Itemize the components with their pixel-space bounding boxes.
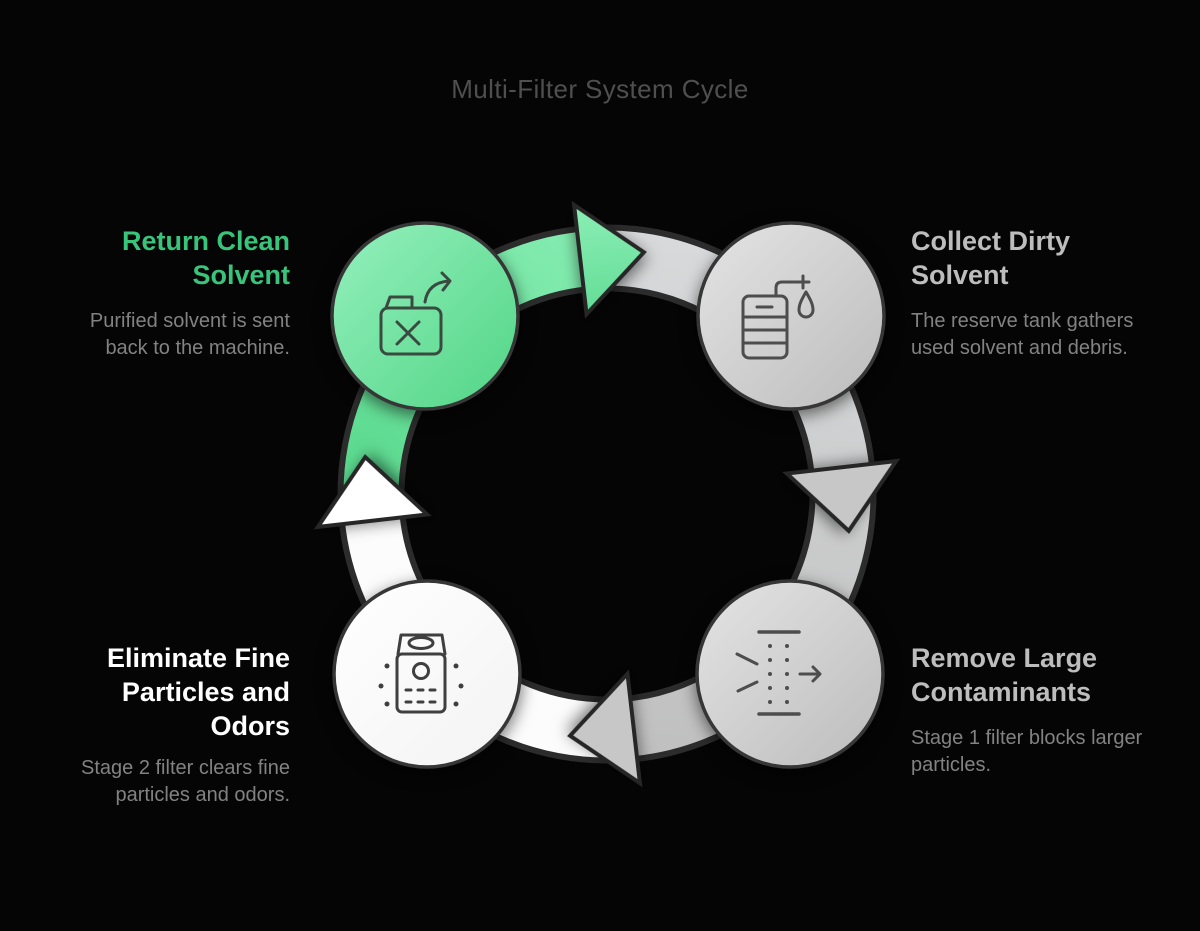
solvent-can-return-icon bbox=[379, 271, 452, 356]
diagram-title: Multi-Filter System Cycle bbox=[451, 74, 749, 104]
title-line: Particles and bbox=[121, 677, 290, 707]
node-circle-return-clean-solvent bbox=[330, 221, 520, 411]
node-desc: Purified solvent is sent back to the mac… bbox=[40, 308, 290, 362]
desc-line: used solvent and debris. bbox=[911, 337, 1128, 359]
desc-line: particles and odors. bbox=[115, 784, 290, 806]
node-desc: Stage 2 filter clears fine particles and… bbox=[40, 755, 290, 809]
arrow-bottom-clockwise-icon bbox=[567, 669, 643, 788]
title-line: Remove Large bbox=[911, 643, 1098, 673]
node-desc: Stage 1 filter blocks larger particles. bbox=[911, 725, 1199, 779]
title-line: Return Clean bbox=[121, 226, 290, 256]
arrow-right-clockwise-icon bbox=[782, 458, 901, 534]
desc-line: The reserve tank gathers bbox=[911, 310, 1134, 332]
title-line: Odors bbox=[210, 711, 290, 741]
arrow-left-clockwise-icon bbox=[313, 454, 432, 530]
title-line: Collect Dirty bbox=[911, 226, 1071, 256]
title-line: Contaminants bbox=[911, 677, 1092, 707]
reserve-tank-droplet-icon bbox=[741, 274, 815, 360]
stage1-filter-icon bbox=[735, 630, 822, 716]
desc-line: Purified solvent is sent bbox=[89, 310, 290, 332]
node-title: Eliminate Fine Particles and Odors bbox=[40, 641, 290, 743]
desc-line: Stage 2 filter clears fine bbox=[81, 757, 290, 779]
node-title: Collect Dirty Solvent bbox=[911, 224, 1193, 292]
node-text-return-clean-solvent: Return Clean Solvent Purified solvent is… bbox=[40, 224, 290, 362]
node-text-collect-dirty-solvent: Collect Dirty Solvent The reserve tank g… bbox=[911, 224, 1193, 362]
title-line: Solvent bbox=[192, 260, 290, 290]
desc-line: back to the machine. bbox=[105, 337, 290, 359]
node-text-eliminate-fine-particles: Eliminate Fine Particles and Odors Stage… bbox=[40, 641, 290, 809]
desc-line: Stage 1 filter blocks larger bbox=[911, 727, 1143, 749]
title-line: Eliminate Fine bbox=[106, 643, 290, 673]
node-title: Return Clean Solvent bbox=[40, 224, 290, 292]
title-line: Solvent bbox=[911, 260, 1009, 290]
node-circle-collect-dirty-solvent bbox=[696, 221, 886, 411]
node-circle-remove-large-contaminants bbox=[695, 579, 885, 769]
desc-line: particles. bbox=[911, 754, 992, 776]
arrow-top-clockwise-icon bbox=[571, 200, 647, 319]
node-title: Remove Large Contaminants bbox=[911, 641, 1199, 709]
stage2-purifier-icon bbox=[378, 633, 464, 714]
node-text-remove-large-contaminants: Remove Large Contaminants Stage 1 filter… bbox=[911, 641, 1199, 779]
node-desc: The reserve tank gathers used solvent an… bbox=[911, 308, 1193, 362]
